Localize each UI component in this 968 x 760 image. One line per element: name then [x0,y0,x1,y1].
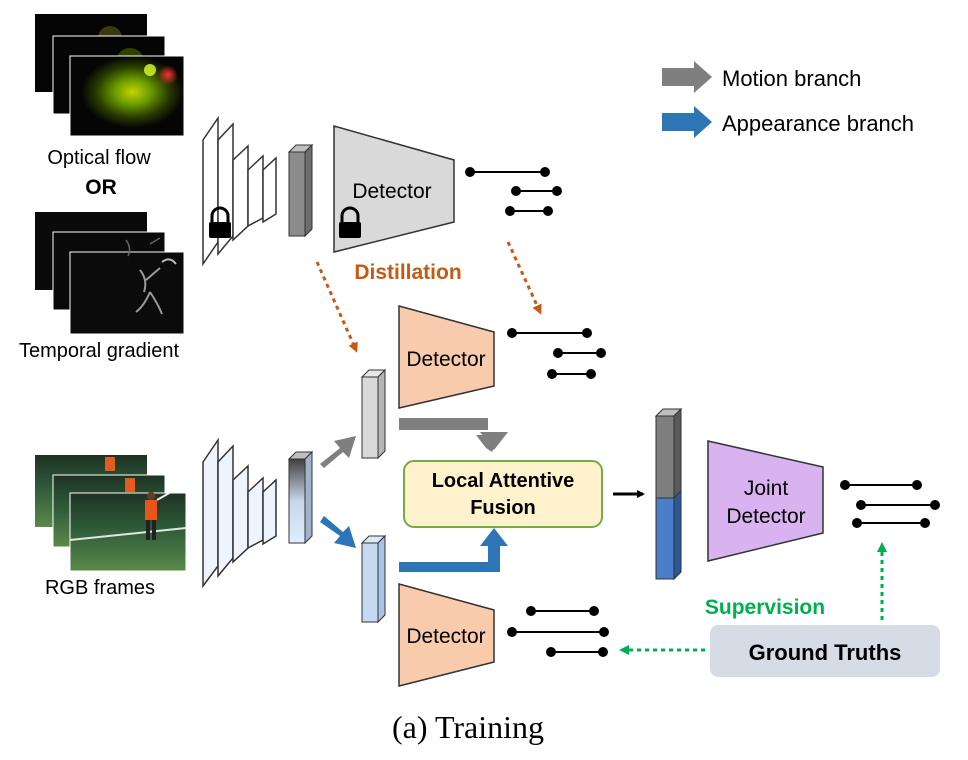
joint-detector-label-line1: Joint [744,477,789,500]
figure-caption: (a) Training [392,709,544,745]
motion-to-fusion-arrow-icon [399,418,500,452]
teacher-detector: Detector [333,125,455,253]
joint-proposals [840,480,940,528]
appearance-to-fusion-arrow-head [480,528,508,546]
or-label: OR [85,176,117,199]
appearance-proposals [507,606,609,657]
appearance-feature-bar [360,534,387,624]
motion-feature-bar [360,368,387,460]
motion-student-proposals [507,328,606,379]
lock-icon [210,206,230,222]
joint-detector: Joint Detector [707,440,824,562]
local-attentive-fusion: Local Attentive Fusion [403,460,603,528]
distillation-arrow-output [506,241,542,315]
temporal-gradient-stack [35,212,185,335]
distillation-arrow-feature [315,261,358,353]
rgb-frames-label: RGB frames [45,577,155,599]
optical-flow-stack [35,14,185,137]
motion-legend-label: Motion branch [722,66,861,91]
rgb-frames-stack [35,455,187,572]
appearance-detector: Detector [398,583,495,687]
joint-feature-bar [654,407,683,581]
motion-student-detector: Detector [398,305,495,409]
joint-detector-label-line2: Detector [726,505,805,528]
teacher-feature-bar [287,143,314,238]
teacher-proposals [465,167,562,216]
optical-flow-label: Optical flow [47,147,151,169]
appearance-legend-label: Appearance branch [722,111,914,136]
appearance-to-fusion-arrow-icon [399,542,500,572]
fusion-label-line1: Local Attentive [432,470,575,492]
motion-student-detector-label: Detector [406,348,485,371]
ground-truths-box: Ground Truths [710,625,940,677]
motion-to-fusion-arrow-head [480,432,508,450]
student-feature-bar [287,450,314,545]
student-backbone [202,437,277,589]
legend: Motion branch Appearance branch [662,61,914,138]
lock-icon-body [339,222,361,238]
distillation-label: Distillation [354,261,461,284]
temporal-gradient-label: Temporal gradient [19,340,180,362]
appearance-detector-label: Detector [406,625,485,648]
lock-icon-body [209,222,231,238]
teacher-detector-label: Detector [352,180,431,203]
supervision-label: Supervision [705,596,825,619]
teacher-backbone [202,115,277,267]
motion-legend-arrow-icon [662,61,712,93]
appearance-legend-arrow-icon [662,106,712,138]
ground-truths-label: Ground Truths [749,640,902,665]
lock-icon [340,206,360,222]
motion-branch-arrow-icon [320,436,356,468]
appearance-branch-arrow-icon [320,516,356,548]
fusion-label-line2: Fusion [470,497,536,519]
